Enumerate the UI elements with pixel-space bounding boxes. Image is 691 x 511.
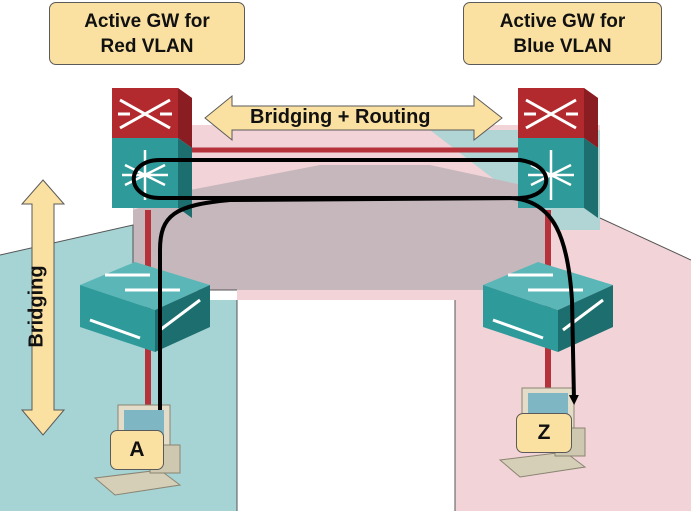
router-icon bbox=[118, 98, 172, 130]
layer3-switch-icon bbox=[122, 150, 168, 200]
router-icon bbox=[524, 98, 578, 130]
layer3-switch-icon bbox=[528, 150, 574, 200]
right-core-router bbox=[518, 88, 598, 148]
bridging-arrow bbox=[20, 179, 66, 436]
gw-blue-label: Active GW for Blue VLAN bbox=[463, 2, 662, 65]
workgroup-switch-icon bbox=[89, 273, 201, 340]
left-core-switch bbox=[112, 138, 192, 218]
host-z-label: Z bbox=[516, 413, 572, 453]
host-a-label: A bbox=[110, 430, 164, 470]
bridging-routing-label: Bridging + Routing bbox=[250, 106, 431, 128]
gw-red-label: Active GW for Red VLAN bbox=[49, 2, 245, 65]
left-access-switch bbox=[80, 262, 210, 352]
gw-red-line1: Active GW for bbox=[84, 10, 210, 32]
gw-blue-line1: Active GW for bbox=[499, 10, 626, 32]
workgroup-switch-icon bbox=[492, 273, 604, 340]
white-gap bbox=[237, 300, 455, 511]
left-core-router bbox=[112, 88, 192, 148]
gw-red-line2: Red VLAN bbox=[100, 35, 194, 57]
bridging-routing-arrow bbox=[204, 94, 503, 142]
gw-blue-line2: Blue VLAN bbox=[513, 35, 612, 57]
right-core-switch bbox=[518, 138, 598, 218]
traffic-path bbox=[131, 158, 579, 410]
bridging-label: Bridging bbox=[25, 265, 48, 348]
